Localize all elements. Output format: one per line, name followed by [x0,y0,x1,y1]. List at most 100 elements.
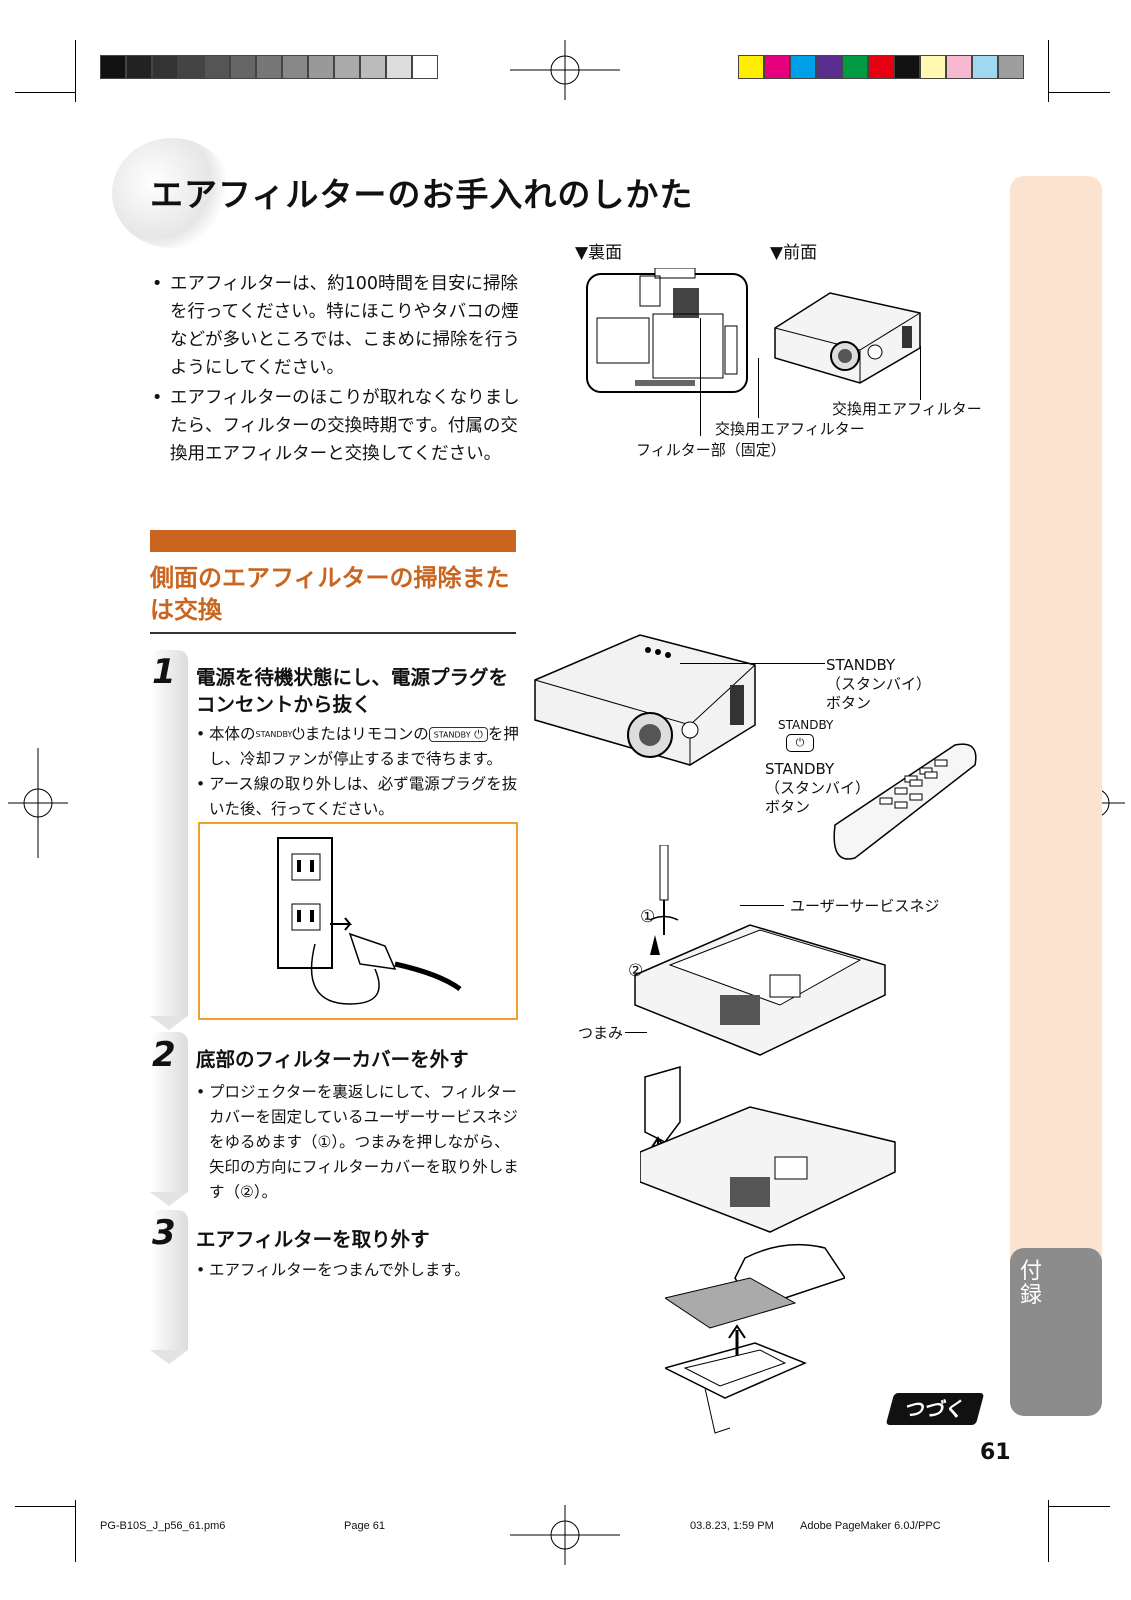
standby-remote-label: STANDBY （スタンバイ） ボタン [765,760,871,816]
color-swatch [764,55,790,79]
color-swatch [998,55,1024,79]
color-swatch [100,55,126,79]
standby-button-caption: STANDBY [778,718,834,732]
color-bar [738,55,1024,79]
color-swatch [894,55,920,79]
step-bullet-text: を押し、冷却ファンが停止するまで待ちます。 [209,725,519,768]
knob-label: つまみ [578,1024,624,1042]
section-title: 側面のエアフィルターの掃除または交換 [150,564,510,624]
section-band [150,530,516,552]
standby-main-label: STANDBY （スタンバイ） ボタン [826,656,932,712]
crop-mark [75,40,76,102]
title-swoosh [112,138,232,248]
step-number: 2 [152,1035,176,1075]
crop-mark [1048,1500,1049,1562]
color-swatch [920,55,946,79]
step-number: 3 [152,1213,176,1253]
color-swatch [256,55,282,79]
leader-line [758,358,759,418]
color-swatch [152,55,178,79]
registration-mark [8,748,68,858]
step-number: 1 [152,652,176,692]
color-swatch [308,55,334,79]
page-number: 61 [980,1440,1011,1465]
registration-mark [510,1505,620,1565]
leader-line [700,318,701,436]
appendix-tab [1010,1248,1102,1416]
leader-line [740,905,784,906]
filter-cover-removed-illustration [640,1066,896,1233]
outlet-plug-illustration [277,837,462,1005]
registration-mark [510,40,620,100]
color-swatch [946,55,972,79]
power-icon: ⏻ [292,725,305,743]
intro-list: エアフィルターは、約100時間を目安に掃除を行ってください。特にほこりやタバコの… [150,270,520,470]
crop-mark [15,92,75,93]
front-view-label: ▼前面 [770,243,818,263]
standby-label: STANDBY [255,730,293,739]
color-swatch [334,55,360,79]
crop-mark [15,1506,75,1507]
footer-date: 03.8.23, 1:59 PM [690,1520,774,1532]
remote-control-illustration [833,743,977,860]
step-bullet-text: 本体の [209,725,256,743]
appendix-tab-label: 付 録 [1020,1259,1043,1308]
leader-line [920,346,921,400]
color-swatch [972,55,998,79]
air-filter-removal-illustration [665,1243,845,1434]
leader-line [625,1032,647,1033]
footer-page: Page 61 [344,1520,385,1532]
projector-top-illustration [534,634,756,766]
color-swatch [868,55,894,79]
standby-button-icon: ⏻ [786,734,814,752]
leader-line [680,663,825,664]
back-view-label: ▼裏面 [575,243,623,263]
crop-mark [1048,40,1049,102]
step-bullet: エアフィルターをつまんで外します。 [196,1258,521,1283]
grayscale-bar [100,55,438,79]
color-swatch [386,55,412,79]
crop-mark [1048,92,1110,93]
callout-replacement-filter-front: 交換用エアフィルター [832,400,982,418]
color-swatch [230,55,256,79]
step-column [150,1210,188,1364]
intro-item: エアフィルターのほこりが取れなくなりましたら、フィルターの交換時期です。付属の交… [150,384,520,468]
remote-standby-icon: STANDBY ⏻ [428,726,488,743]
color-swatch [282,55,308,79]
color-swatch [816,55,842,79]
color-swatch [738,55,764,79]
footer-file: PG-B10S_J_p56_61.pm6 [100,1520,226,1532]
section-rule [150,632,516,634]
step-bullet-text: またはリモコンの [304,725,429,743]
side-tab [1010,176,1102,1416]
step-body: プロジェクターを裏返しにして、フィルターカバーを固定しているユーザーサービスネジ… [196,1080,521,1205]
step-marker-2: ② [628,961,644,981]
crop-mark [75,1500,76,1562]
step-title: エアフィルターを取り外す [196,1228,430,1251]
step-title: 底部のフィルターカバーを外す [196,1048,469,1071]
footer-app: Adobe PageMaker 6.0J/PPC [800,1520,941,1532]
color-swatch [178,55,204,79]
callout-filter-fixed: フィルター部（固定） [636,441,786,459]
projector-back-illustration [586,268,748,393]
crop-mark [1048,1506,1110,1507]
page-title: エアフィルターのお手入れのしかた [150,175,694,214]
outlet-illustration-box [198,822,518,1020]
color-swatch [204,55,230,79]
projector-front-illustration [774,292,921,384]
continue-badge: つづく [885,1393,985,1425]
color-swatch [842,55,868,79]
filter-cover-removal-illustration [634,845,886,1056]
color-swatch [126,55,152,79]
color-swatch [412,55,438,79]
step-bullet: アース線の取り外しは、必ず電源プラグを抜いた後、行ってください。 [196,772,521,822]
step-column [150,1032,188,1206]
intro-item: エアフィルターは、約100時間を目安に掃除を行ってください。特にほこりやタバコの… [150,270,520,382]
step-bullet: プロジェクターを裏返しにして、フィルターカバーを固定しているユーザーサービスネジ… [196,1080,521,1205]
color-swatch [360,55,386,79]
step-column [150,650,188,1030]
callout-replacement-filter-back: 交換用エアフィルター [715,420,865,438]
color-swatch [790,55,816,79]
